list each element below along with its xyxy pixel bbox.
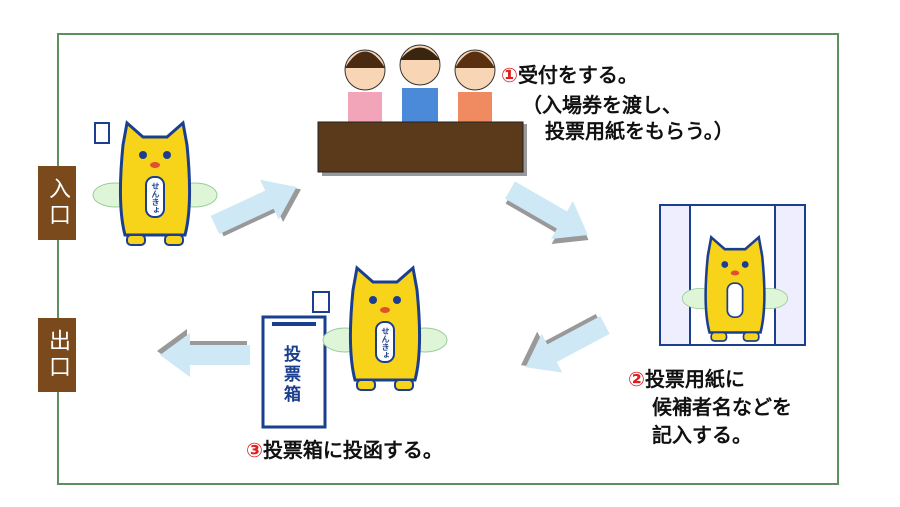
- step2-line1: ②投票用紙に: [628, 366, 745, 392]
- step3-title: ③投票箱に投函する。: [246, 437, 443, 463]
- step1-title-text: 受付をする。: [517, 63, 638, 87]
- mascot-ballot: [312, 266, 449, 392]
- step2-line1-text: 投票用紙に: [644, 367, 745, 391]
- mascot-entrance-sash-text: せんきょ: [151, 182, 160, 214]
- step1-number: ①: [501, 63, 518, 87]
- mascot-entrance: [91, 121, 219, 247]
- step2-number: ②: [628, 367, 645, 391]
- mascot-ballot-sash-text: せんきょ: [381, 327, 390, 359]
- diagram-frame: [57, 33, 839, 485]
- ballot-box-label: 投票箱: [284, 345, 301, 405]
- people-icon: [344, 44, 496, 122]
- exit-sign: 出口: [38, 318, 76, 392]
- step1-title: ①受付をする。: [501, 62, 638, 88]
- entrance-sign: 入口: [38, 166, 76, 240]
- arrow-desk-to-booth: [497, 170, 602, 260]
- step2-line2: 候補者名などを: [652, 395, 792, 419]
- reception-desk: [317, 121, 527, 176]
- step3-number: ③: [246, 438, 263, 462]
- arrow-box-to-exit: [157, 329, 250, 377]
- arrow-entrance-to-desk: [205, 165, 311, 249]
- ballot-box-icon: [261, 315, 327, 429]
- step1-note-line2: 投票用紙をもらう。）: [545, 119, 734, 143]
- step3-title-text: 投票箱に投函する。: [262, 438, 443, 462]
- arrow-booth-to-box: [510, 302, 616, 389]
- step2-line3: 記入する。: [652, 423, 752, 447]
- step1-note-line1: （入場券を渡し、: [522, 93, 682, 117]
